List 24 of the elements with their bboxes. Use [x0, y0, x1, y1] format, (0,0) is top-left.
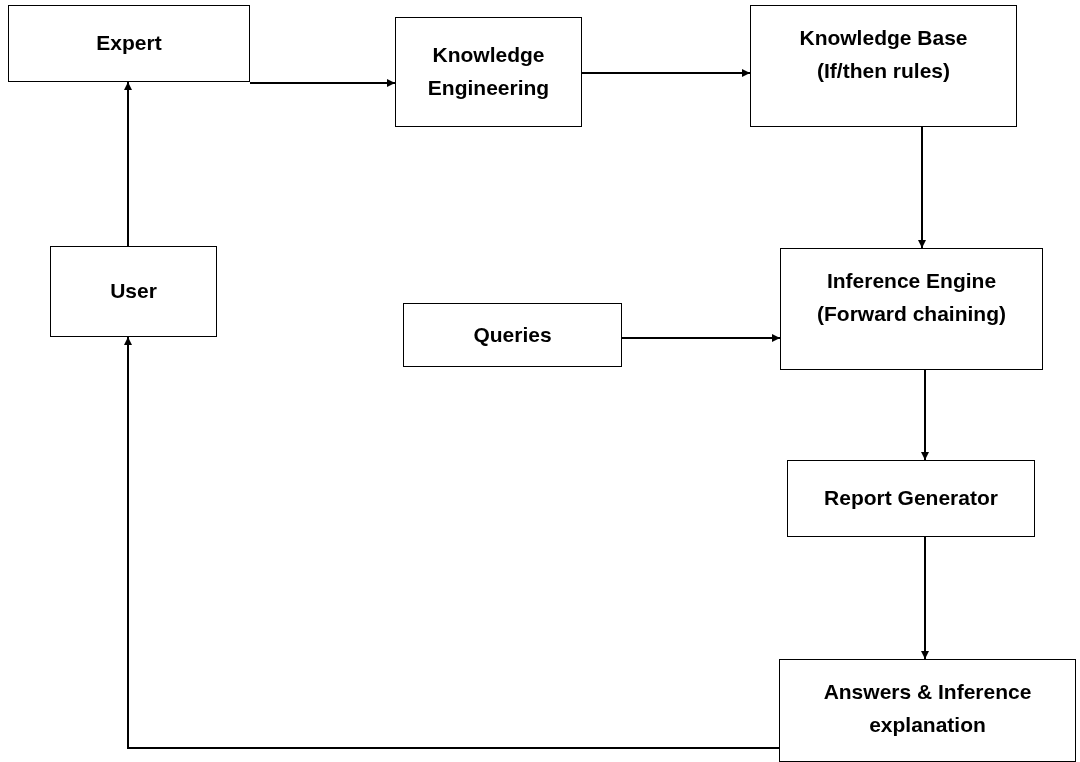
box-label: Knowledge Base (If/then rules) — [798, 25, 969, 84]
arrow — [124, 336, 780, 749]
box-label: Report Generator — [824, 485, 998, 512]
process-box — [403, 303, 622, 367]
box-label: Knowledge Engineering — [426, 42, 551, 101]
box-label: Expert — [96, 30, 162, 57]
process-box — [750, 5, 1017, 127]
arrow — [124, 81, 132, 247]
process-box — [8, 5, 250, 82]
arrow — [621, 334, 781, 342]
box-label: Inference Engine (Forward chaining) — [816, 268, 1007, 327]
box-label: User — [110, 278, 157, 305]
arrow — [249, 79, 396, 87]
process-box — [787, 460, 1035, 537]
box-label: Queries — [473, 321, 552, 348]
process-box — [50, 246, 217, 337]
box-label: Answers & Inference explanation — [822, 679, 1033, 738]
arrow — [581, 69, 751, 77]
process-box — [395, 17, 582, 127]
arrow — [921, 369, 929, 461]
arrow — [918, 126, 926, 249]
process-box — [779, 659, 1076, 762]
process-box — [780, 248, 1043, 370]
arrow — [921, 536, 929, 660]
